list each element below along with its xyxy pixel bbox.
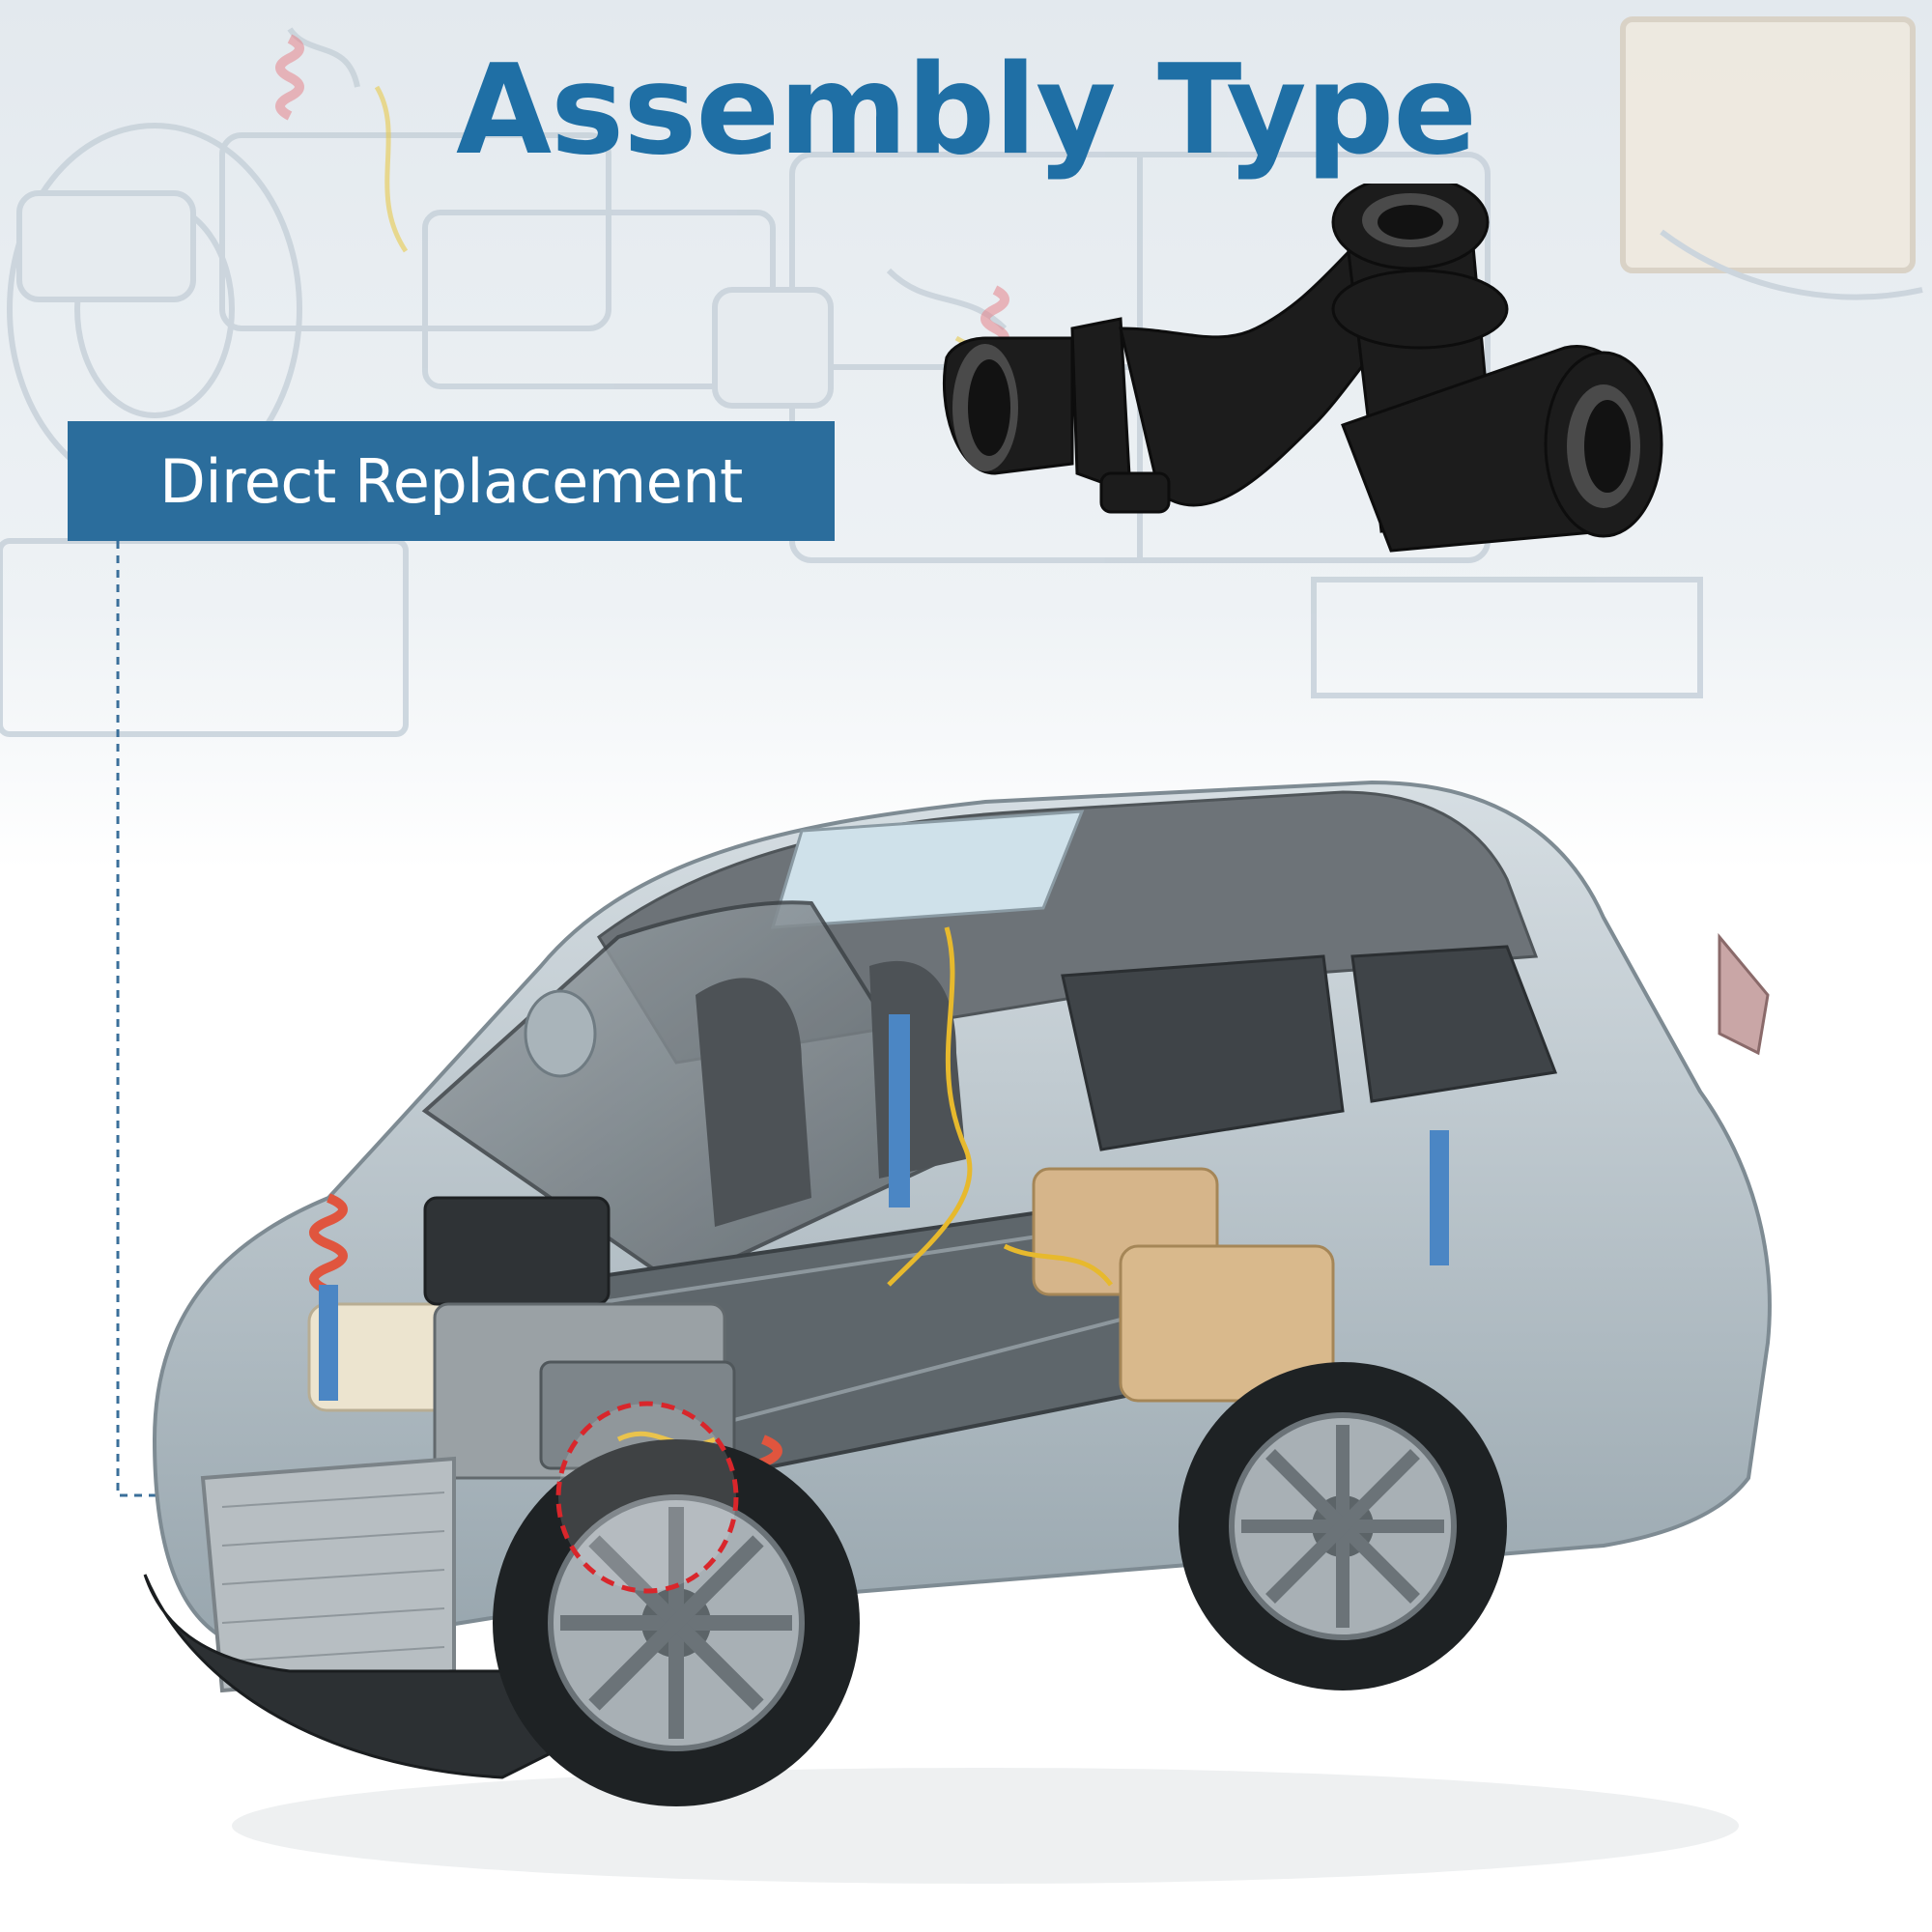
suv-cutaway-icon — [143, 780, 1772, 1884]
badge-label: Direct Replacement — [159, 445, 743, 517]
page-title: Assembly Type — [455, 39, 1477, 183]
dashed-circle-highlight-icon — [555, 1401, 739, 1594]
direct-replacement-badge: Direct Replacement — [68, 421, 835, 541]
coolant-hose-icon — [942, 184, 1663, 553]
